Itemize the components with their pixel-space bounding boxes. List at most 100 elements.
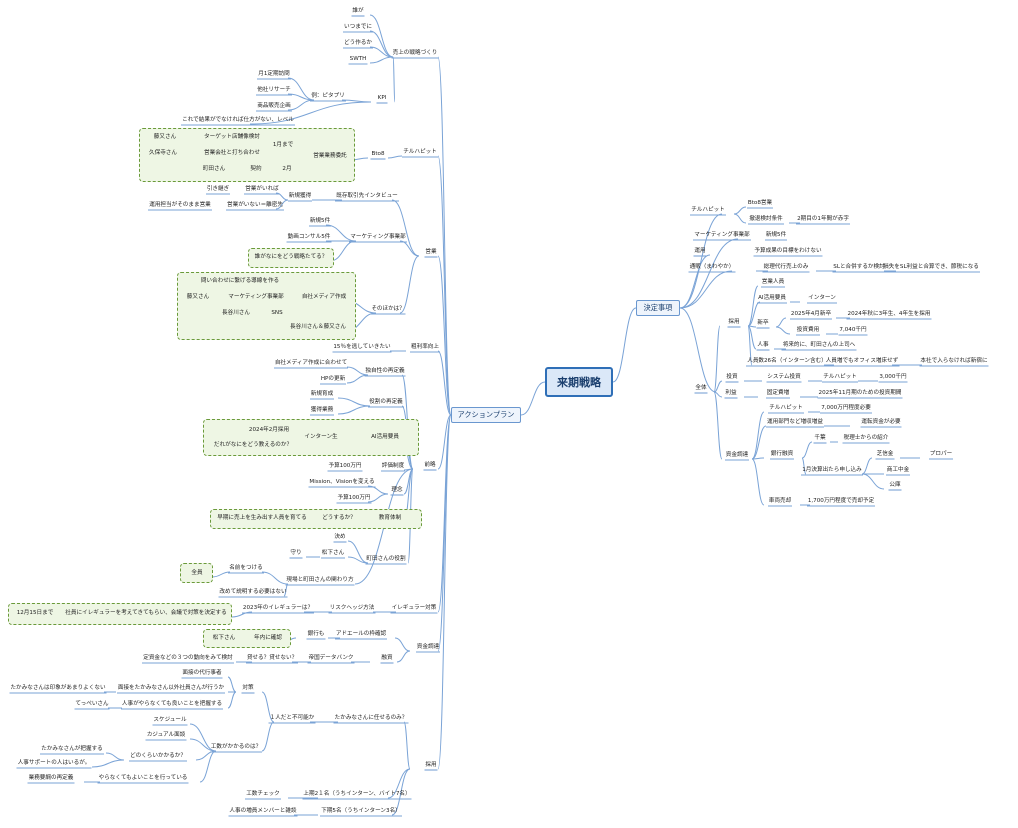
topic-left-eigyo-hase_fuji[interactable]: 長谷川さん＆藤又さん	[290, 324, 346, 330]
topic-left-chiru-rows-1-task[interactable]: 営業会社と打ち合わせ	[204, 150, 260, 156]
topic-left-funding-fin[interactable]: 融資	[381, 655, 393, 661]
topic-left-chiru-sub[interactable]: Bto8	[371, 151, 385, 157]
topic-left-zenryaku-hire_2024[interactable]: 2024年2月採用	[248, 427, 290, 433]
topic-right-mkt_val[interactable]: 新規5件	[765, 232, 787, 238]
topic-left-eigyo-hikitsugi[interactable]: 引き継ぎ	[206, 186, 230, 192]
topic-right-fix_val[interactable]: 2025年11月期のための投資期間	[818, 390, 902, 396]
topic-right-sys[interactable]: システム投資	[767, 374, 801, 380]
topic-left-profit_up[interactable]: 粗利率向上	[411, 344, 439, 350]
topic-left-chiru-rows-1-person[interactable]: 久保寺さん	[149, 150, 177, 156]
topic-right-invest[interactable]: 投資	[726, 374, 738, 380]
topic-right-unyo[interactable]: 運用	[694, 248, 706, 254]
topic-left-zenryaku-machida_role[interactable]: 町田さんの役割	[366, 556, 406, 562]
topic-left-zenryaku-how[interactable]: どうするか？	[322, 515, 356, 521]
topic-left-saiyo-taisaku[interactable]: 対策	[242, 685, 254, 691]
topic-left-eigyo-mkt_dept[interactable]: マーケティング事業部	[228, 294, 284, 300]
topic-right-f_chiru[interactable]: チルハピット	[769, 405, 803, 411]
topic-left-zenryaku-new[interactable]: 新規育成	[310, 391, 334, 397]
topic-right-shoko[interactable]: 商工中金	[886, 467, 910, 473]
topic-left-zenryaku-decide[interactable]: 決め	[334, 534, 346, 540]
topic-right-mkt[interactable]: マーケティング事業部	[694, 232, 750, 238]
topic-left-zenryaku-mission[interactable]: Mission、Visionを変える	[309, 479, 375, 485]
topic-left-zenryaku-genba[interactable]: 現場と町田さんの関わり方	[286, 577, 354, 583]
topic-right-staff26[interactable]: 人員数26名（インターン含む）	[747, 358, 827, 364]
topic-left-saiyo-lower[interactable]: 下期5名（うちインターン3名）	[321, 808, 401, 814]
topic-left-zenryaku-budget[interactable]: 予算100万円	[328, 463, 362, 469]
topic-right-bto8[interactable]: Bto8営業	[747, 200, 773, 206]
topic-right-eigyo[interactable]: 営業人員	[761, 279, 785, 285]
topic-right-fix[interactable]: 固定費増	[766, 390, 790, 396]
topic-left-zenryaku-rinen[interactable]: 理念	[391, 487, 403, 493]
topic-right-jinji_val[interactable]: 将来的に、町田さんの上司へ	[782, 342, 856, 348]
topic-left-saiyo-teppei[interactable]: てっぺいさん	[75, 701, 109, 707]
topic-left-zenryaku-hp[interactable]: HPの更新	[320, 376, 346, 382]
topic-left-zenryaku-early[interactable]: 早期に売上を生み出す人員を育てる	[217, 515, 307, 521]
topic-left-kpi_section-label[interactable]: 売上の戦略づくり	[392, 50, 438, 56]
topic-left-saiyo-tkmn_bad[interactable]: たかみなさんは印象があまりよくない	[10, 685, 106, 691]
topic-left-saiyo-work_check[interactable]: 工数チェック	[246, 791, 280, 797]
topic-left-kpi_section-items-3[interactable]: SWTH	[349, 56, 367, 62]
topic-right-proper[interactable]: プロパー	[929, 451, 953, 457]
topic-right-cost[interactable]: 投資費用	[796, 327, 820, 333]
topic-left-eigyo-video[interactable]: 動画コンサル5件	[287, 234, 331, 240]
topic-left-saiyo-hr_check[interactable]: 人事がやらなくても良いことを把握する	[121, 701, 223, 707]
topic-right-shinsotsu[interactable]: 新卒	[757, 320, 769, 326]
topic-left-kpi_section-example_items-1[interactable]: 他社リサーチ	[257, 87, 291, 93]
topic-left-zenryaku-ai[interactable]: AI活用要員	[371, 434, 399, 440]
topic-right-unyo_bu[interactable]: 運用部門など増収増益	[767, 419, 823, 425]
topic-left-saiyo-how_much[interactable]: どのくらいかかるか？	[130, 753, 186, 759]
topic-left-irregular-plan[interactable]: 社員にイレギュラーを考えてきてもらい、会議で対策を決定する	[65, 610, 227, 616]
topic-left-chiru-rows-2-person[interactable]: 町田さん	[202, 166, 226, 172]
topic-left-chiru-feb[interactable]: 2月	[282, 166, 292, 172]
topic-left-eigyo-marketing[interactable]: マーケティング事業部	[350, 234, 406, 240]
topic-left-saiyo-no_need[interactable]: やらなくてもよいことを行っている	[98, 775, 188, 781]
topic-left-funding-fix[interactable]: 定資金などの３つの動向をみて検討	[143, 655, 233, 661]
topic-right-jan[interactable]: 1月決算出たら申し込み	[802, 467, 862, 473]
topic-right-cond_val[interactable]: 2期目の1年間が赤字	[797, 216, 849, 222]
topic-right-f_chiru_val[interactable]: 7,000万円程度必要	[821, 405, 871, 411]
topic-left-kpi_section-items-2[interactable]: どう作るか	[344, 40, 372, 46]
branch-decisions[interactable]: 決定事項	[636, 300, 680, 316]
topic-left-funding-nen[interactable]: 年内に確認	[254, 635, 282, 641]
topic-left-zenryaku-role[interactable]: 役割の再定義	[369, 399, 403, 405]
topic-left-zenryaku-naming[interactable]: 名前をつける	[229, 565, 263, 571]
topic-right-loss[interactable]: 損失をSL利益と合算でき、節税になる	[883, 264, 979, 270]
topic-left-zenryaku-eval[interactable]: 評価制度	[381, 463, 405, 469]
topic-left-chiru-rows-0-task[interactable]: ターゲット店舗像検討	[204, 134, 260, 140]
topic-left-kpi_section-items-0[interactable]: 誰が	[352, 8, 364, 14]
topic-right-tsuu[interactable]: 通販（まわやか）	[689, 264, 735, 270]
topic-right-chiru[interactable]: チルハピット	[691, 207, 725, 213]
topic-right-hire3[interactable]: 2024年秋に3年生、4年生を採用	[847, 311, 931, 317]
topic-left-eigyo-interview[interactable]: 既存取引先インタビュー	[336, 193, 398, 199]
topic-left-saiyo-work[interactable]: 工数がかかるのは？	[210, 744, 262, 750]
topic-left-saiyo-sched[interactable]: スケジュール	[153, 717, 187, 723]
topic-right-april[interactable]: 2025年4月新卒	[790, 311, 832, 317]
topic-left-kpi_section-example_items-2[interactable]: 商品販売企画	[257, 103, 291, 109]
topic-left-saiyo-kiri[interactable]: たかみなさんに任せるのみ？	[334, 715, 408, 721]
topic-left-eigyo-who_plan[interactable]: 誰がなにをどう戦略たてる？	[254, 254, 328, 260]
topic-right-koko[interactable]: 公庫	[889, 482, 901, 488]
topic-left-eigyo-fujimata[interactable]: 藤又さん	[186, 294, 210, 300]
topic-left-saiyo-hr_support[interactable]: 人事サポートの人はいるが。	[17, 760, 91, 766]
topic-right-intern[interactable]: インターン	[808, 295, 836, 301]
topic-left-kpi_section-kpi[interactable]: KPI	[377, 95, 387, 101]
topic-left-zenryaku-matsushita[interactable]: 松下さん	[321, 550, 345, 556]
root-node[interactable]: 来期戦略	[545, 367, 613, 397]
topic-left-kpi_section-example_items-0[interactable]: 月1定期訪問	[258, 71, 290, 77]
topic-left-funding-borrow[interactable]: 貸せる？貸せない？	[246, 655, 298, 661]
topic-right-cost_val[interactable]: 7,040千円	[839, 327, 867, 333]
topic-left-zenryaku-who_teach[interactable]: だれがなにをどう教えるのか？	[213, 442, 293, 448]
topic-right-car_val[interactable]: 1,700万円程度で売却予定	[807, 498, 875, 504]
topic-left-irregular-label[interactable]: イレギュラー対策	[391, 605, 437, 611]
topic-left-kpi_section-note[interactable]: これで結果がでなければ仕方がない、レベル	[182, 117, 294, 123]
topic-right-office[interactable]: 人員増でもオフィス増床せず	[825, 358, 899, 364]
topic-left-irregular-risk[interactable]: リスクヘッジ方法	[329, 605, 375, 611]
topic-left-saiyo-upper[interactable]: 上期2１名（うちインターン、バイト7名）	[303, 791, 411, 797]
topic-left-saiyo-tkmn_grasp[interactable]: たかみなさんが把握する	[41, 746, 103, 752]
topic-left-zenryaku-media_match[interactable]: 自社メディア作成に合わせて	[274, 360, 348, 366]
topic-left-saiyo-casual[interactable]: カジュアル面談	[146, 732, 186, 738]
topic-left-eigyo-sns[interactable]: SNS	[271, 310, 283, 316]
branch-action-plan[interactable]: アクションプラン	[451, 407, 521, 423]
topic-left-funding-matsushita[interactable]: 松下さん	[212, 635, 236, 641]
topic-left-saiyo-one[interactable]: １人だと不可能か	[269, 715, 315, 721]
